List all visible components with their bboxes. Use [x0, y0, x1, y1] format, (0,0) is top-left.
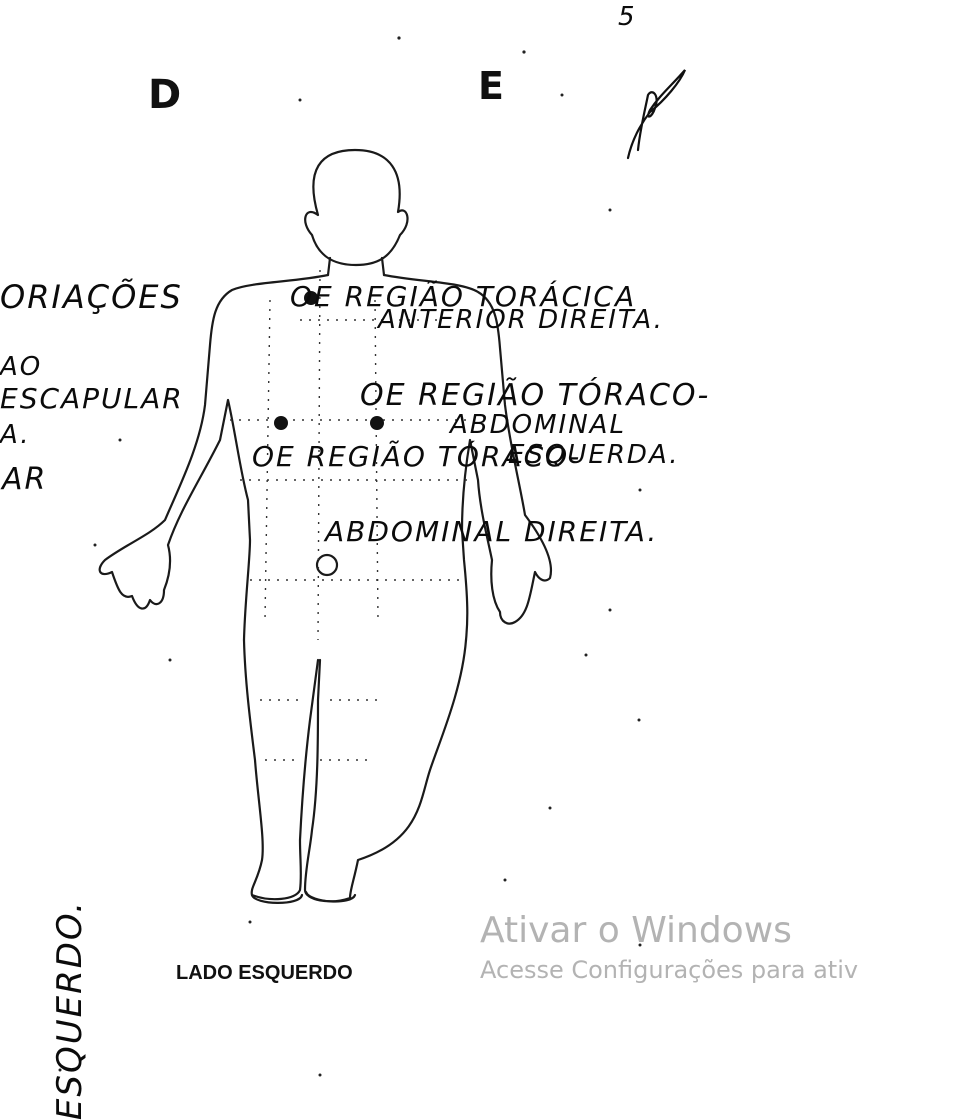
side-marker-right: D — [148, 72, 181, 118]
neck-outline — [328, 258, 384, 275]
activation-watermark-title: Ativar o Windows — [480, 910, 792, 951]
left-annotation-3: ESCAPULAR — [0, 382, 184, 415]
left-annotation-1: ORIAÇÕES — [0, 278, 183, 316]
side-caption: LADO ESQUERDO — [176, 962, 353, 985]
left-annotation-2: AO — [0, 352, 42, 382]
wound-annotation-3-line2: ABDOMINAL DIREITA. — [325, 515, 658, 548]
wound-annotation-1-line2: ANTERIOR DIREITA. — [378, 305, 664, 335]
right-leg — [305, 640, 466, 901]
feet-outline — [252, 892, 355, 903]
signature — [628, 70, 685, 158]
vertical-annotation: ESQUERDO. — [50, 900, 90, 1120]
genital-mark — [317, 555, 337, 575]
side-marker-left: E — [478, 64, 504, 108]
wound-annotation-2: OE REGIÃO TÓRACO- — [360, 378, 710, 413]
wound-annotation-2-line2: ABDOMINAL — [450, 410, 626, 440]
head-outline — [305, 150, 407, 265]
left-annotation-5: AR — [2, 462, 47, 497]
wound-dot-3 — [370, 416, 384, 430]
top-mark: 5 — [618, 2, 637, 32]
activation-watermark-subtitle: Acesse Configurações para ativ — [480, 956, 858, 984]
wound-annotation-3: OE REGIÃO TÓRACO- — [252, 440, 581, 473]
left-annotation-4: A. — [0, 420, 31, 450]
wound-dot-2 — [274, 416, 288, 430]
